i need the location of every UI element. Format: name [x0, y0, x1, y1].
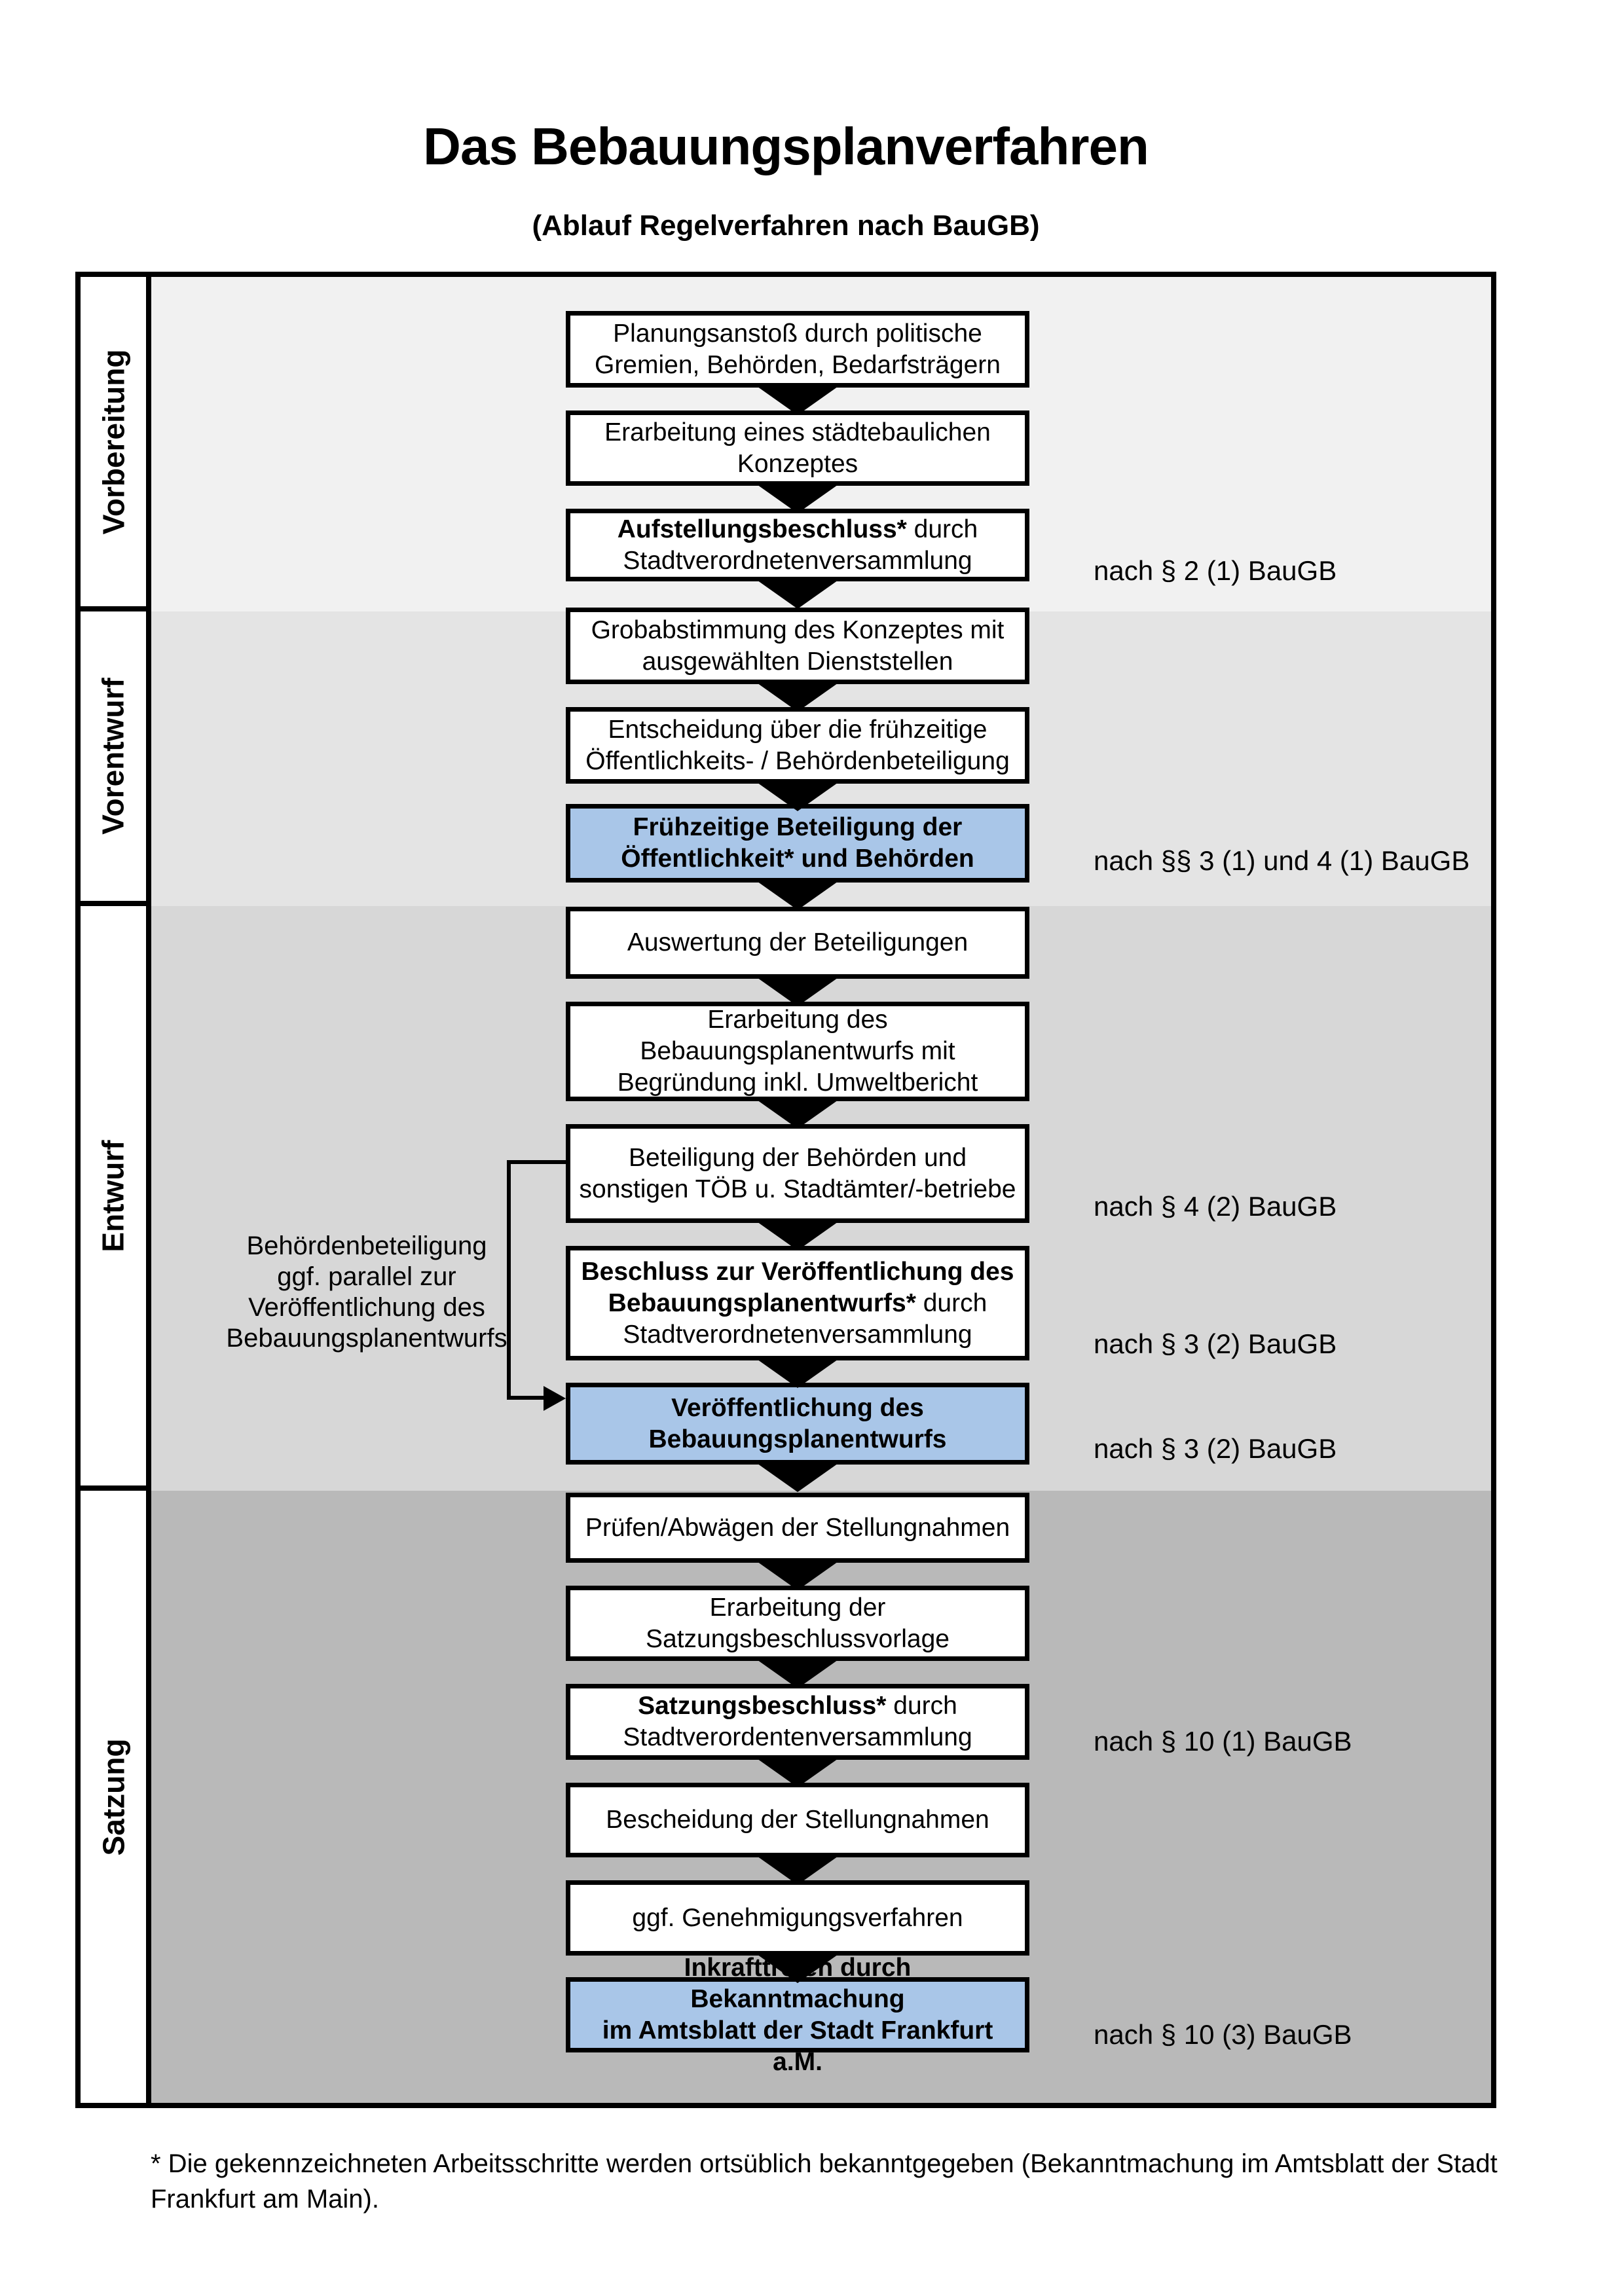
connector-line-top [507, 1160, 566, 1164]
footnote: * Die gekennzeichneten Arbeitsschritte w… [151, 2149, 1498, 2214]
phase-label-vorbereitung: Vorbereitung [96, 349, 131, 534]
phase-label-entwurf: Entwurf [96, 1139, 131, 1252]
law-ref-1: nach § 2 (1) BauGB [1094, 555, 1337, 586]
flow-arrow [755, 880, 840, 910]
flow-step-16: ggf. Genehmigungsverfahren [566, 1880, 1029, 1956]
phase-cell-vorbereitung: Vorbereitung [81, 277, 151, 611]
connector-line-bottom [507, 1396, 546, 1400]
flow-arrow [755, 385, 840, 415]
law-ref-6: nach § 10 (1) BauGB [1094, 1726, 1352, 1757]
page-subtitle: (Ablauf Regelverfahren nach BauGB) [532, 210, 1040, 242]
phase-cell-vorentwurf: Vorentwurf [81, 611, 151, 906]
phase-label-satzung: Satzung [96, 1738, 131, 1855]
flow-arrow [755, 579, 840, 609]
flow-step-7: Auswertung der Beteiligungen [566, 907, 1029, 979]
flow-arrow [755, 1099, 840, 1129]
flow-arrow [755, 1220, 840, 1250]
law-ref-5: nach § 3 (2) BauGB [1094, 1433, 1337, 1464]
phase-cell-satzung: Satzung [81, 1491, 151, 2103]
flow-step-15: Bescheidung der Stellungnahmen [566, 1783, 1029, 1857]
law-ref-7: nach § 10 (3) BauGB [1094, 2019, 1352, 2050]
flow-arrow [755, 1358, 840, 1388]
flow-arrow [755, 1953, 840, 1983]
flow-arrow [755, 1757, 840, 1787]
flow-arrow [755, 483, 840, 513]
flow-arrow [755, 1658, 840, 1688]
law-ref-3: nach § 4 (2) BauGB [1094, 1191, 1337, 1222]
connector-line-vertical [507, 1160, 511, 1400]
flow-arrow [755, 976, 840, 1006]
connector-arrowhead-icon [544, 1386, 566, 1411]
phase-cell-entwurf: Entwurf [81, 906, 151, 1491]
flow-arrow [755, 1462, 840, 1492]
flow-step-12: Prüfen/Abwägen der Stellungnahmen [566, 1493, 1029, 1563]
law-ref-4: nach § 3 (2) BauGB [1094, 1328, 1337, 1359]
law-ref-2: nach §§ 3 (1) und 4 (1) BauGB [1094, 845, 1470, 876]
phase-label-vorentwurf: Vorentwurf [96, 678, 130, 835]
flow-arrow [755, 682, 840, 712]
flow-arrow [755, 1560, 840, 1590]
flow-arrow [755, 1855, 840, 1885]
flow-arrow [755, 781, 840, 811]
page-title: Das Bebauungsplanverfahren [423, 117, 1149, 175]
